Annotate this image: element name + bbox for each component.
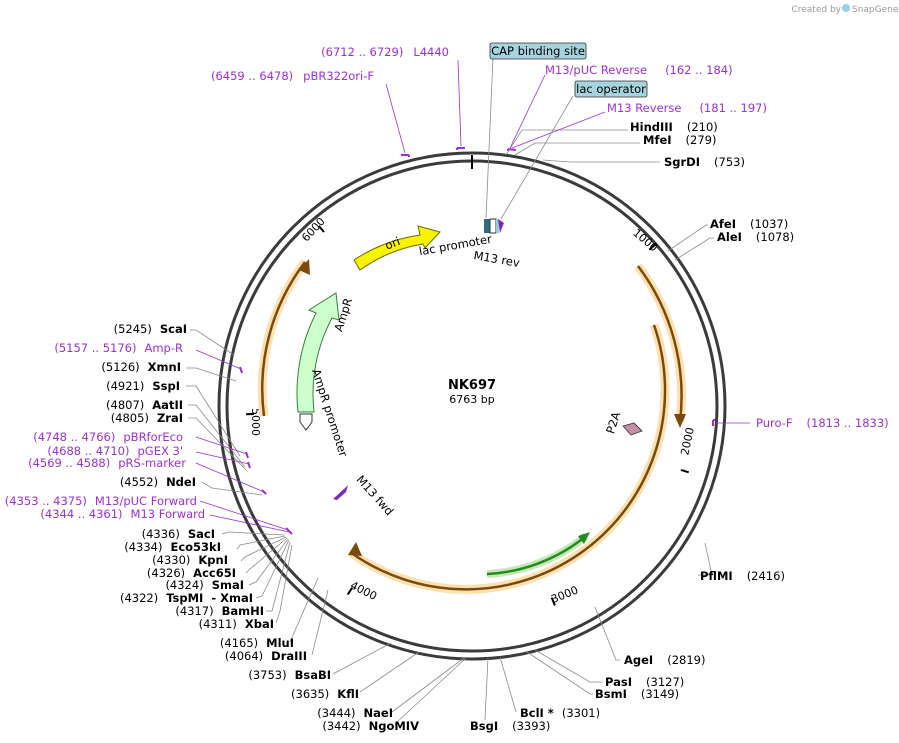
enzyme-afei: AfeI(1037)	[710, 217, 788, 231]
enzyme-bsgi: BsgI(3393)	[470, 719, 550, 733]
leader-lines-left	[186, 329, 293, 624]
primer-label-puro-f: Puro-F(1813 .. 1833)	[756, 416, 889, 430]
primer-label-l4440: (6712 .. 6729)L4440	[321, 45, 449, 59]
tick-3000	[550, 597, 556, 606]
primer-label-amp-r: (5157 .. 5176)Amp-R	[54, 341, 183, 355]
enzyme-xmni: (5126)XmnI	[101, 360, 181, 374]
primer-leader-lines	[195, 59, 750, 533]
enzyme-draiii: (4064)DraIII	[225, 649, 307, 663]
credit-text: Created by	[791, 5, 841, 15]
cap-binding-site-box	[489, 42, 587, 60]
enzyme-mfei: MfeI(279)	[643, 133, 716, 147]
enzyme-kfli: (3635)KflI	[291, 687, 359, 701]
ori-label: ori	[383, 234, 402, 253]
ampr-promoter-label: AmpR promoter	[309, 367, 351, 458]
ampr-promoter-feature	[299, 413, 313, 431]
m13-rev-label: M13 rev	[473, 248, 521, 270]
m13-fwd-label: M13 fwd	[353, 473, 396, 519]
enzyme-alei: AleI(1078)	[717, 230, 794, 244]
cap-binding-site-label: CAP binding site	[491, 44, 585, 58]
enzyme-saci: (4336)SacI	[142, 527, 215, 541]
tick-label-3000: 3000	[549, 583, 580, 606]
orange-feature-3	[257, 259, 310, 417]
primer-labels: (6712 .. 6729)L4440 (6459 .. 6478)pBR322…	[5, 45, 889, 521]
plasmid-name: NK697	[448, 378, 496, 393]
orange-feature-1	[634, 263, 687, 428]
m13-fwd-feature	[333, 485, 348, 500]
primer-label-m13puc-reverse: M13/pUC Reverse(162 .. 184)	[545, 63, 733, 77]
tick-1000	[648, 243, 657, 251]
primer-marks	[239, 147, 715, 535]
enzyme-sspi: (4921)SspI	[106, 379, 180, 393]
enzyme-bcli: BclI *(3301)	[520, 706, 600, 720]
enzyme-bamhi: (4317)BamHI	[175, 604, 264, 618]
primer-label-prs-marker: (4569 .. 4588)pRS-marker	[28, 456, 186, 470]
orange-feature-2	[347, 323, 670, 594]
snapgene-logo-icon	[842, 4, 850, 12]
primer-label-m13-reverse: M13 Reverse(181 .. 197)	[607, 101, 767, 115]
backbone-outer-ring	[217, 151, 727, 661]
lac-operator-box	[574, 80, 648, 98]
enzyme-smai: (4324)SmaI	[165, 578, 244, 592]
primer-label-pgex3: (4688 .. 4710)pGEX 3'	[47, 444, 183, 458]
tick-label-5000: 5000	[249, 408, 262, 436]
enzyme-labels-left: (3444)NaeI (3442)NgoMIV (3635)KflI (3753…	[101, 322, 419, 733]
tick-label-4000: 4000	[348, 579, 379, 603]
enzyme-bsabi: (3753)BsaBI	[248, 668, 331, 682]
credit-brand: SnapGene	[852, 5, 899, 15]
leader-lines-right	[289, 129, 714, 725]
primer-label-m13puc-forward: (4353 .. 4375)M13/pUC Forward	[5, 494, 197, 508]
tick-label-2000: 2000	[678, 426, 697, 456]
enzyme-tspmi: (4322)TspMI- XmaI	[120, 591, 253, 605]
green-feature	[486, 532, 590, 578]
primer-label-pbr322ori-f: (6459 .. 6478)pBR322ori-F	[211, 69, 374, 83]
lac-operator-label: lac operator	[576, 82, 646, 96]
plasmid-size: 6763 bp	[449, 393, 494, 406]
enzyme-kpni: (4330)KpnI	[152, 553, 228, 567]
enzyme-mlui: (4165)MluI	[220, 636, 294, 650]
enzyme-ndei: (4552)NdeI	[120, 475, 196, 489]
p2a-label: P2A	[603, 410, 623, 435]
primer-label-pbrforeco: (4748 .. 4766)pBRforEco	[33, 430, 183, 444]
lac-promoter-feature	[484, 218, 504, 234]
enzyme-acc65i: (4326)Acc65I	[147, 566, 236, 580]
enzyme-xbai: (4311)XbaI	[199, 617, 274, 631]
enzyme-scai: (5245)ScaI	[114, 322, 187, 336]
enzyme-sgrdi: SgrDI(753)	[664, 155, 745, 169]
tick-6000	[318, 225, 325, 233]
enzyme-aatii: (4807)AatII	[106, 398, 183, 412]
enzyme-zrai: (4805)ZraI	[111, 411, 183, 425]
primer-label-m13-forward: (4344 .. 4361)M13 Forward	[40, 507, 205, 521]
enzyme-naei: (3444)NaeI	[317, 706, 393, 720]
enzyme-pflmi: PflMI(2416)	[700, 569, 785, 583]
ori-feature	[353, 225, 441, 271]
enzyme-labels-right: HindIII(210) MfeI(279) SgrDI(753) AfeI(1…	[470, 120, 794, 733]
tick-2000	[680, 468, 689, 474]
enzyme-hindiii: HindIII(210)	[630, 120, 718, 134]
ampr-feature	[296, 292, 340, 413]
tick-marks	[245, 225, 689, 606]
enzyme-eco53ki: (4334)Eco53kI	[124, 540, 221, 554]
enzyme-agei: AgeI(2819)	[624, 653, 705, 667]
feature-leader-lines	[485, 57, 574, 220]
enzyme-ngomiv: (3442)NgoMIV	[322, 719, 419, 733]
p2a-feature	[622, 422, 643, 436]
enzyme-pasi: PasI(3127)	[605, 675, 684, 689]
enzyme-bsmi: BsmI(3149)	[595, 687, 679, 701]
tick-4000	[346, 587, 354, 596]
